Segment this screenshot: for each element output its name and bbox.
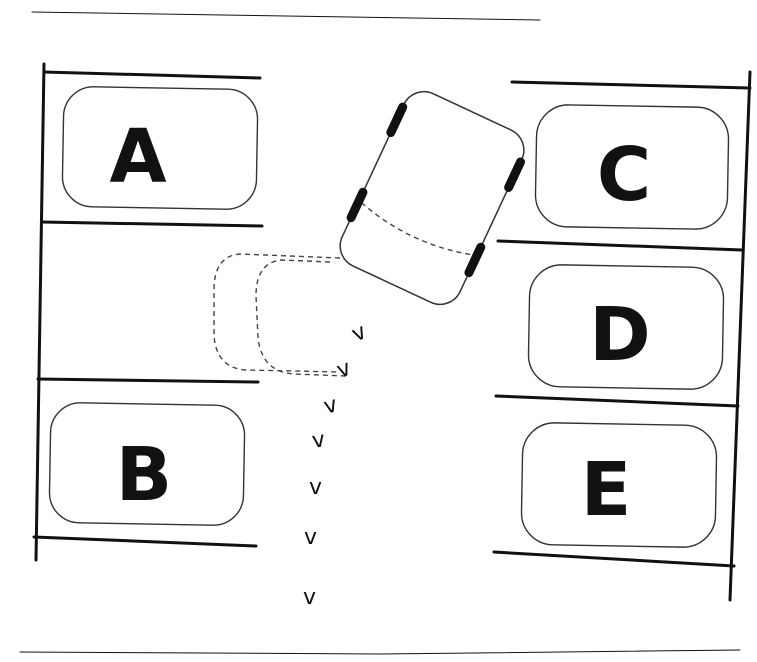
car-wheel [346, 187, 368, 223]
car-label-c: C [597, 132, 651, 218]
path-marker: v [309, 475, 322, 500]
car-windshield [360, 202, 474, 256]
left-parking-row [32, 62, 264, 562]
ghost-car-positions [213, 253, 347, 377]
right-parking-row [492, 70, 752, 602]
parking-divider [32, 535, 258, 548]
bottom-border-line [19, 651, 381, 655]
car-outline [527, 264, 725, 390]
parking-divider [510, 80, 752, 90]
parked-car-e: E [520, 422, 718, 548]
car-wheel [386, 102, 408, 137]
car-label-d: D [589, 292, 650, 378]
ghost-car-outline [213, 253, 341, 373]
parked-car-b: B [48, 402, 246, 526]
parking-divider [494, 394, 740, 408]
car-label-a: A [109, 114, 166, 200]
parking-divider [42, 70, 262, 80]
right-curb-line [728, 70, 752, 602]
car-outline [48, 402, 246, 526]
path-marker: v [310, 427, 326, 454]
car-outline [534, 104, 730, 230]
path-marker: v [303, 585, 316, 610]
maneuvering-car [339, 90, 525, 306]
bottom-border-line-right [379, 649, 741, 655]
car-label-e: E [581, 447, 632, 533]
path-marker: v [334, 356, 355, 384]
parked-car-a: A [61, 86, 259, 210]
path-marker: v [304, 525, 317, 550]
parked-car-d: D [527, 264, 725, 390]
left-curb-line [34, 62, 46, 562]
car-outline [61, 86, 259, 210]
top-border-line [31, 11, 541, 21]
parking-divider [40, 220, 264, 228]
ghost-car-outline [255, 259, 347, 377]
parking-divider [492, 550, 736, 568]
car-label-b: B [116, 432, 172, 518]
car-wheel [504, 157, 525, 192]
driving-path: v v v v v v v [303, 319, 370, 610]
parking-divider [496, 239, 744, 252]
path-marker: v [321, 392, 340, 420]
parking-divider [36, 377, 260, 384]
car-outline [520, 422, 718, 548]
parked-car-c: C [534, 104, 730, 230]
path-marker: v [348, 319, 370, 347]
car-wheel [464, 242, 486, 278]
